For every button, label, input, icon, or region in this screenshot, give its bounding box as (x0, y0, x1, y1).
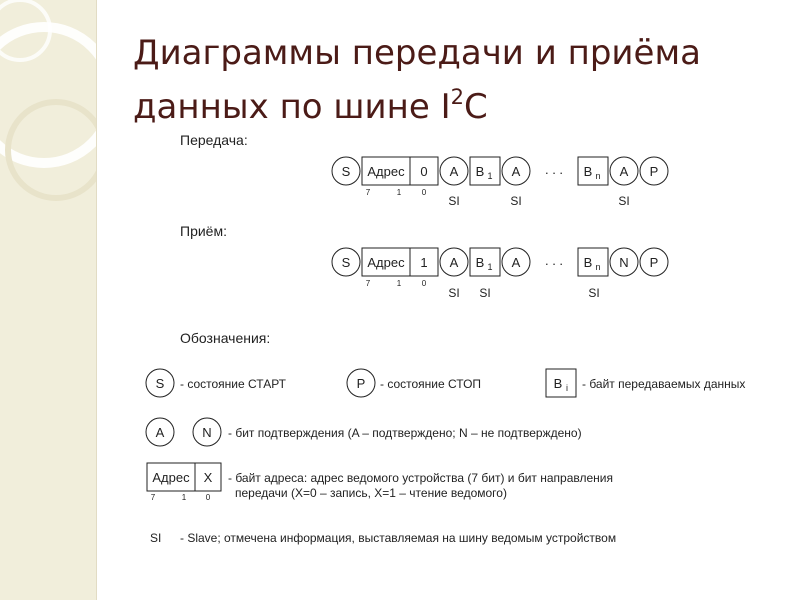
start-symbol (331, 247, 361, 277)
stop-symbol-label: P (650, 255, 659, 270)
data-byte-label: B (554, 376, 563, 391)
bit-index-label: 0 (422, 279, 427, 288)
legend-slave: SI - Slave; отмечена информация, выставл… (150, 531, 616, 545)
ack-symbol-label: A (512, 255, 521, 270)
data-byte-subscript: n (595, 262, 600, 272)
address-field-label: Адрес (152, 470, 190, 485)
start-symbol (145, 368, 175, 398)
data-byte-label: B (476, 164, 485, 179)
title-line-2: данных по шине I (133, 87, 451, 127)
slave-mark: SI (448, 286, 459, 300)
legend-ack-text: - бит подтверждения (A – подтверждено; N… (228, 426, 582, 440)
data-byte-subscript: n (595, 171, 600, 181)
address-field-label: Адрес (367, 164, 405, 179)
legend-start: S - состояние СТАРТ (145, 368, 287, 398)
bit-index-label: 1 (182, 493, 187, 502)
nack-symbol (192, 417, 222, 447)
address-field-label: Адрес (367, 255, 405, 270)
ack-symbol (145, 417, 175, 447)
start-symbol-label: S (342, 164, 351, 179)
legend-address-text-line2: передачи (X=0 – запись, X=1 – чтение вед… (235, 486, 507, 500)
legend-byte-text: - байт передаваемых данных (582, 377, 745, 391)
data-byte-label: B (476, 255, 485, 270)
slide-title: Диаграммы передачи и приёма данных по ши… (133, 26, 773, 134)
bit-index-label: 1 (397, 279, 402, 288)
bit-index-label: 0 (422, 188, 427, 197)
ack-symbol (501, 156, 531, 186)
ack-symbol-label: A (450, 255, 459, 270)
data-byte-subscript: 1 (487, 171, 492, 181)
legend-slave-text: - Slave; отмечена информация, выставляем… (180, 531, 616, 545)
ack-symbol-label: A (620, 164, 629, 179)
ellipsis: . . . (545, 162, 563, 177)
data-byte-label: B (584, 255, 593, 270)
legend-heading: Обозначения: (180, 330, 270, 346)
transmit-frame: S Адрес 0 A B 1 A . . . B n A P 7 1 0 SI… (331, 156, 669, 208)
direction-bit-label: 0 (420, 164, 427, 179)
direction-bit (194, 462, 222, 492)
legend-address: Адрес X 7 1 0 - байт адреса: адрес ведом… (146, 462, 613, 502)
data-byte (469, 156, 501, 186)
start-symbol (331, 156, 361, 186)
bit-index-label: 0 (206, 493, 211, 502)
nack-symbol-label: N (202, 425, 211, 440)
data-byte-subscript: 1 (487, 262, 492, 272)
data-byte (545, 368, 577, 398)
ellipsis: . . . (545, 253, 563, 268)
data-byte-label: B (584, 164, 593, 179)
slave-mark: SI (448, 194, 459, 208)
direction-bit-label: X (204, 470, 213, 485)
nack-symbol-label: N (619, 255, 628, 270)
receive-frame: S Адрес 1 A B 1 A . . . B n N P 7 1 0 SI… (331, 247, 669, 300)
stop-symbol (346, 368, 376, 398)
ack-symbol (439, 247, 469, 277)
data-byte-subscript: i (566, 383, 568, 393)
slave-mark: SI (479, 286, 490, 300)
decorative-rings (0, 0, 96, 201)
stop-symbol-label: P (650, 164, 659, 179)
legend-address-text-line1: - байт адреса: адрес ведомого устройства… (228, 471, 613, 485)
title-line-2-suffix: С (463, 87, 488, 127)
title-line-1: Диаграммы передачи и приёма (133, 33, 701, 73)
start-symbol-label: S (342, 255, 351, 270)
bit-index-label: 1 (397, 188, 402, 197)
ack-symbol (609, 156, 639, 186)
nack-symbol (609, 247, 639, 277)
data-byte (577, 156, 609, 186)
legend-stop-text: - состояние СТОП (380, 377, 481, 391)
direction-bit (409, 247, 439, 277)
direction-bit-label: 1 (420, 255, 427, 270)
stop-symbol-label: P (357, 376, 366, 391)
stop-symbol (639, 156, 669, 186)
title-superscript: 2 (450, 85, 464, 109)
legend-start-text: - состояние СТАРТ (180, 377, 287, 391)
transmit-heading: Передача: (180, 132, 248, 148)
data-byte (469, 247, 501, 277)
slave-mark: SI (510, 194, 521, 208)
legend-byte: B i - байт передаваемых данных (545, 368, 745, 398)
ack-symbol (501, 247, 531, 277)
bit-index-label: 7 (151, 493, 156, 502)
ack-symbol-label: A (450, 164, 459, 179)
side-divider (96, 0, 97, 600)
decorative-side-band (0, 0, 96, 600)
data-byte (577, 247, 609, 277)
bit-index-label: 7 (366, 279, 371, 288)
ack-symbol-label: A (512, 164, 521, 179)
ack-symbol-label: A (156, 425, 165, 440)
slave-mark: SI (618, 194, 629, 208)
stop-symbol (639, 247, 669, 277)
ack-symbol (439, 156, 469, 186)
legend-stop: P - состояние СТОП (346, 368, 481, 398)
receive-heading: Приём: (180, 223, 227, 239)
bit-index-label: 7 (366, 188, 371, 197)
start-symbol-label: S (156, 376, 165, 391)
slave-mark: SI (588, 286, 599, 300)
slave-mark: SI (150, 531, 161, 545)
legend-ack: A N - бит подтверждения (A – подтвержден… (145, 417, 582, 447)
direction-bit (409, 156, 439, 186)
